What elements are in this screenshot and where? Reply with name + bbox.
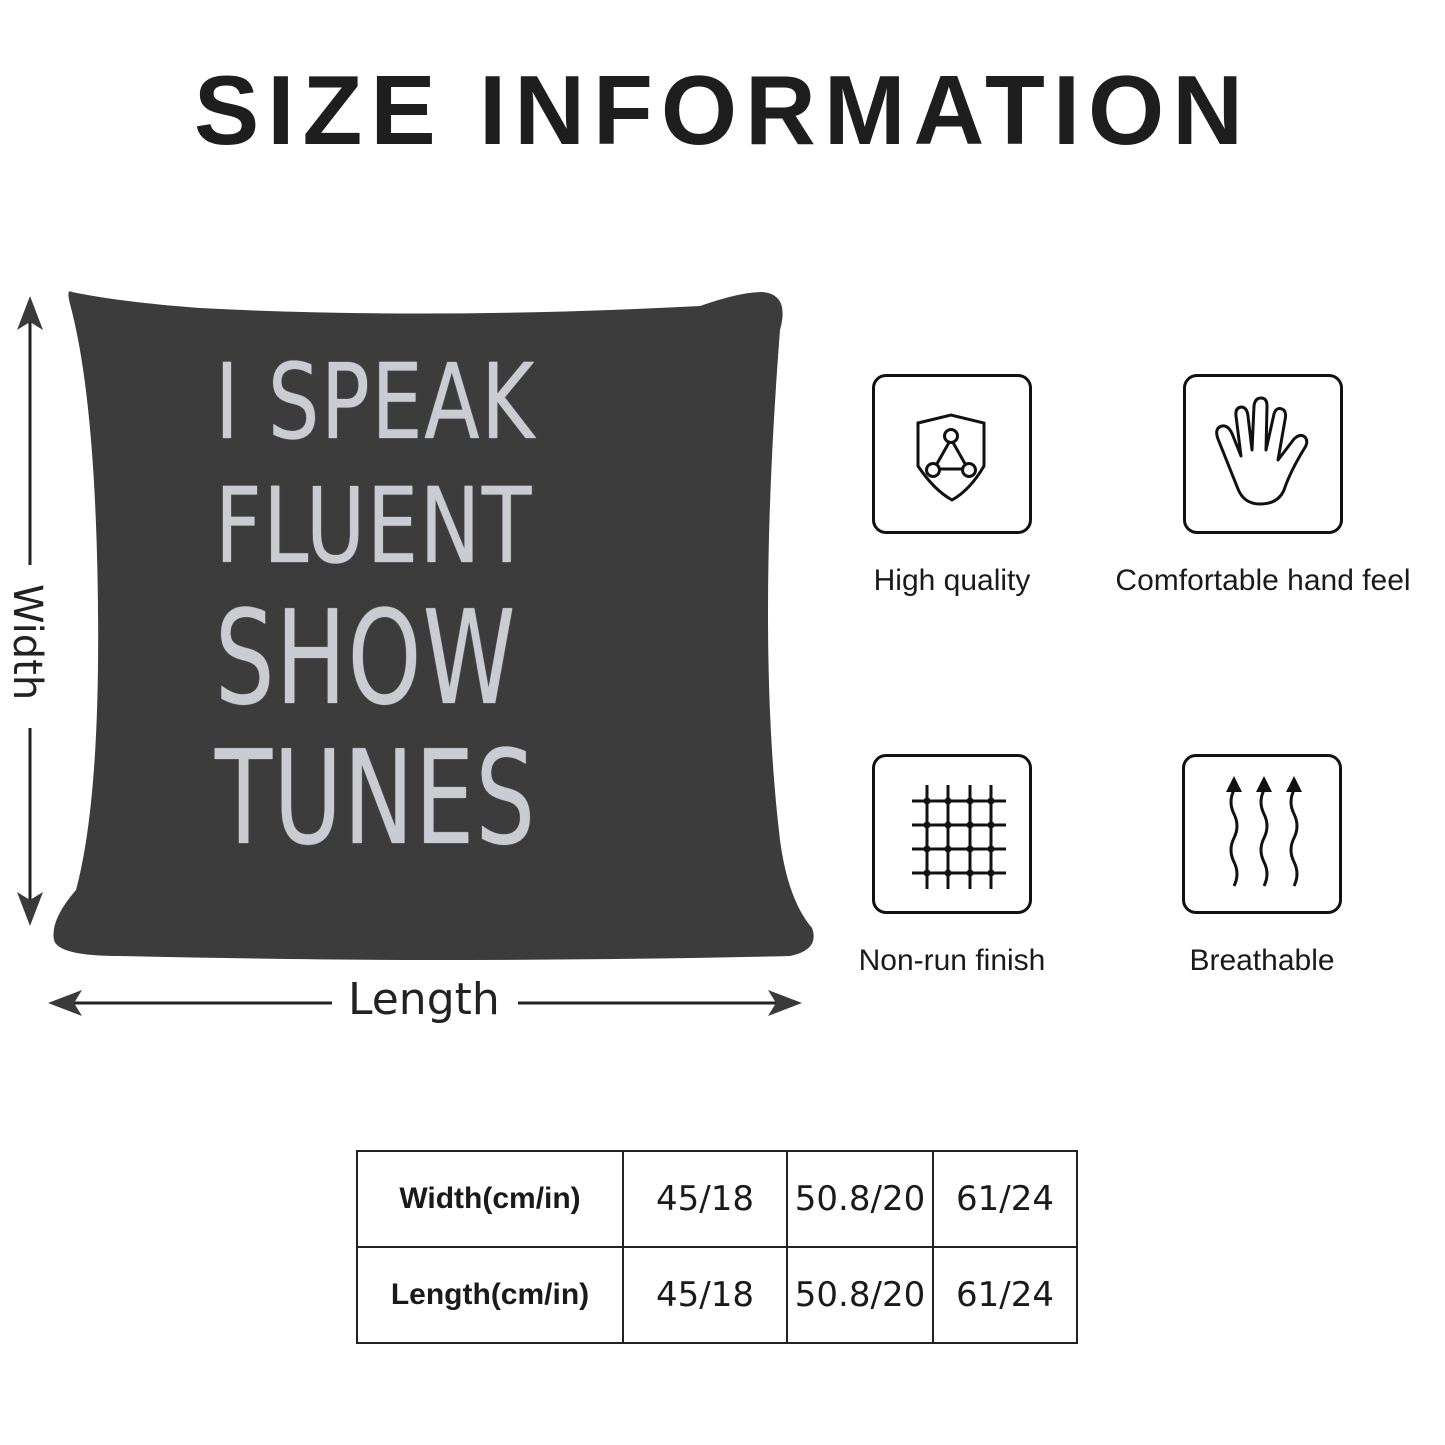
feature-label: High quality bbox=[873, 564, 1031, 597]
table-cell: 50.8/20 bbox=[786, 1246, 934, 1344]
shield-network-icon bbox=[916, 413, 986, 502]
arrow-up-icon bbox=[17, 296, 43, 330]
airflow-arrows-icon bbox=[1226, 776, 1302, 887]
width-dimension-label: Width bbox=[4, 584, 50, 701]
table-cell: 45/18 bbox=[622, 1246, 788, 1344]
arrow-down-icon bbox=[17, 892, 43, 926]
row-header: Width(cm/in) bbox=[356, 1150, 624, 1248]
print-line: FLUENT bbox=[215, 465, 534, 587]
pillow-body bbox=[53, 291, 814, 960]
print-line: TUNES bbox=[215, 722, 537, 874]
size-table: Width(cm/in) 45/18 50.8/20 61/24 Length(… bbox=[356, 1150, 1078, 1344]
grid-mesh-icon bbox=[912, 785, 1006, 889]
product-image: I SPEAK FLUENT SHOW TUNES Width bbox=[0, 280, 830, 1040]
table-cell: 61/24 bbox=[932, 1150, 1078, 1248]
length-dimension-label: Length bbox=[338, 972, 510, 1028]
feature-label: Breathable bbox=[1189, 944, 1335, 977]
feature-non-run-finish: Non-run finish bbox=[782, 754, 1122, 978]
table-cell: 50.8/20 bbox=[786, 1150, 934, 1248]
table-cell: 45/18 bbox=[622, 1150, 788, 1248]
feature-comfortable-hand-feel: Comfortable hand feel bbox=[1093, 374, 1433, 598]
print-line: SHOW bbox=[215, 582, 517, 734]
feature-breathable: Breathable bbox=[1092, 754, 1432, 978]
table-row: Length(cm/in) 45/18 50.8/20 61/24 bbox=[356, 1246, 1078, 1344]
feature-label: Comfortable hand feel bbox=[1115, 564, 1411, 597]
table-row: Width(cm/in) 45/18 50.8/20 61/24 bbox=[356, 1150, 1078, 1248]
pillow-print-text: I SPEAK FLUENT SHOW TUNES bbox=[215, 340, 655, 868]
table-cell: 61/24 bbox=[932, 1246, 1078, 1344]
row-header: Length(cm/in) bbox=[356, 1246, 624, 1344]
page-title: SIZE INFORMATION bbox=[193, 55, 1252, 165]
pillow-illustration bbox=[17, 291, 814, 1016]
arrow-left-icon bbox=[48, 990, 82, 1016]
arrow-right-icon bbox=[768, 990, 802, 1016]
feature-label: Non-run finish bbox=[858, 944, 1046, 977]
feature-high-quality: High quality bbox=[782, 374, 1122, 598]
hand-icon bbox=[1215, 396, 1309, 506]
print-line: I SPEAK bbox=[215, 341, 536, 463]
